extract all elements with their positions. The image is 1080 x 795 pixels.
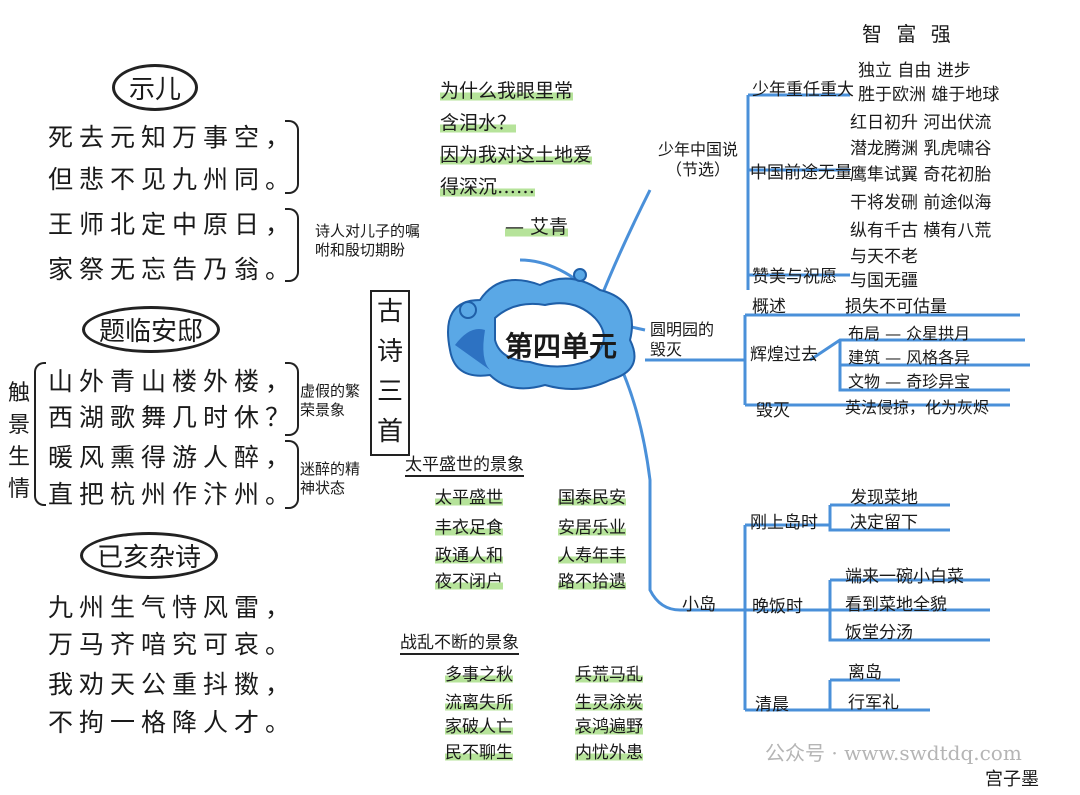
war-right-1: 兵荒马乱 xyxy=(575,660,643,685)
poem2-line-1: 山外青山楼外楼， xyxy=(48,367,297,396)
yuanmingyuan-glory-item-1: 布局 — 众星拱月 xyxy=(848,324,971,343)
yuanmingyuan-destroy-item: 英法侵掠，化为灰烬 xyxy=(845,398,990,417)
poem2-left-bracket xyxy=(34,362,46,506)
poem1-line-3: 王师北定中原日， xyxy=(48,210,297,239)
poem1-bracket-top xyxy=(285,120,299,194)
peace-left-1: 太平盛世 xyxy=(435,483,503,508)
poem3-line-4: 不拘一格降人才。 xyxy=(48,708,297,737)
center-title: 第四单元 xyxy=(505,330,618,363)
peace-right-4: 路不拾遗 xyxy=(558,567,626,592)
war-left-1: 多事之秋 xyxy=(445,660,513,685)
island-s3-item-2: 行军礼 xyxy=(848,693,899,713)
poem2-bracket-top xyxy=(285,362,299,436)
quote-author: — 艾青 xyxy=(505,212,569,239)
war-left-2: 流离失所 xyxy=(445,688,513,713)
poem1-line-4: 家祭无忘告乃翁。 xyxy=(48,255,297,284)
island-s2-item-2: 看到菜地全貌 xyxy=(845,595,947,615)
poem1-bracket-bottom xyxy=(285,208,299,282)
war-right-4: 内忧外患 xyxy=(575,738,643,763)
island-s2-item-3: 饭堂分汤 xyxy=(845,623,913,643)
island-s1-item-1: 发现菜地 xyxy=(850,488,918,508)
poem2-note-2: 迷醉的精神状态 xyxy=(300,460,361,497)
poem3-line-2: 万马齐喑究可哀。 xyxy=(48,630,297,659)
island-s3-item-1: 离岛 xyxy=(848,663,882,683)
shaonian-b2-item-1: 红日初升 河出伏流 xyxy=(850,113,992,133)
war-right-3: 哀鸿遍野 xyxy=(575,712,643,737)
peace-heading: 太平盛世的景象 xyxy=(405,450,524,477)
shaonian-b3-item-1: 与天不老 xyxy=(850,247,918,267)
yuanmingyuan-overview: 概述 xyxy=(752,297,786,317)
shaonian-b1-item-2: 独立 自由 进步 xyxy=(858,61,971,81)
shaonian-b2-item-5: 纵有千古 横有八荒 xyxy=(850,221,992,241)
poem2-side-label: 触景生情 xyxy=(8,381,31,502)
yuanmingyuan-label: 圆明园的毁灭 xyxy=(650,320,715,359)
peace-left-3: 政通人和 xyxy=(435,541,503,566)
watermark-text: 公众号 · www.swdtdq.com xyxy=(765,741,1022,765)
link-shaonian xyxy=(598,189,652,301)
cloud-icon xyxy=(447,268,636,390)
poem2-title: 题临安邸 xyxy=(82,306,221,353)
shaonian-label: 少年中国说（节选） xyxy=(657,140,738,179)
poem2-line-4: 直把杭州作汴州。 xyxy=(48,480,297,509)
shaonian-b1: 少年重任重大 xyxy=(752,80,854,100)
poem2-line-2: 西湖歌舞几时休？ xyxy=(48,403,297,432)
shaonian-b1-item-1: 智 富 强 xyxy=(862,22,955,46)
poem3-title: 已亥杂诗 xyxy=(80,532,219,579)
poem1-title: 示儿 xyxy=(112,64,199,111)
yuanmingyuan-overview-item: 损失不可估量 xyxy=(845,297,947,317)
peace-right-1: 国泰民安 xyxy=(558,483,626,508)
war-right-2: 生灵涂炭 xyxy=(575,688,643,713)
island-s2-item-1: 端来一碗小白菜 xyxy=(845,567,964,587)
island-s3: 清晨 xyxy=(755,695,789,715)
author-signature: 宫子墨 xyxy=(985,769,1039,790)
peace-left-4: 夜不闭户 xyxy=(435,567,503,592)
vertical-label: 古诗三首 xyxy=(370,290,410,456)
yuanmingyuan-glory: 辉煌过去 xyxy=(750,345,818,365)
poem2-note-1: 虚假的繁荣景象 xyxy=(300,382,361,419)
quote-line-3: 因为我对这土地爱 xyxy=(440,140,593,167)
poem1-line-2: 但悲不见九州同。 xyxy=(48,165,297,194)
island-s2: 晚饭时 xyxy=(752,597,803,617)
poem2-line-3: 暖风熏得游人醉， xyxy=(48,443,297,472)
shaonian-b3-item-2: 与国无疆 xyxy=(850,271,918,291)
peace-left-2: 丰衣足食 xyxy=(435,513,503,538)
peace-right-2: 安居乐业 xyxy=(558,513,626,538)
war-heading: 战乱不断的景象 xyxy=(400,628,519,655)
war-left-3: 家破人亡 xyxy=(445,712,513,737)
quote-line-4: 得深沉…… xyxy=(440,172,536,199)
yuanmingyuan-destroy: 毁灭 xyxy=(756,401,790,421)
shaonian-b2-item-3: 鹰隼试翼 奇花初胎 xyxy=(850,165,992,185)
quote-line-1: 为什么我眼里常 xyxy=(440,76,574,103)
shaonian-b2-item-4: 干将发硎 前途似海 xyxy=(850,193,992,213)
yuanmingyuan-glory-item-3: 文物 — 奇珍异宝 xyxy=(848,372,971,391)
shaonian-b2: 中国前途无量 xyxy=(750,163,852,183)
island-s1-item-2: 决定留下 xyxy=(850,513,918,533)
link-island xyxy=(608,344,681,612)
poem1-note: 诗人对儿子的嘱咐和殷切期盼 xyxy=(315,222,421,259)
poem3-line-1: 九州生气恃风雷， xyxy=(48,593,297,622)
shaonian-b2-item-2: 潜龙腾渊 乳虎啸谷 xyxy=(850,139,992,159)
peace-right-3: 人寿年丰 xyxy=(558,541,626,566)
poem2-bracket-bottom xyxy=(285,440,299,509)
shaonian-b3: 赞美与祝愿 xyxy=(752,267,837,287)
poem1-line-1: 死去元知万事空， xyxy=(48,123,297,152)
war-left-4: 民不聊生 xyxy=(445,738,513,763)
poem3-line-3: 我劝天公重抖擞， xyxy=(48,670,297,699)
island-label: 小岛 xyxy=(682,595,716,615)
yuanmingyuan-glory-item-2: 建筑 — 风格各异 xyxy=(848,348,971,367)
quote-line-2: 含泪水？ xyxy=(440,108,517,135)
shaonian-b1-item-3: 胜于欧洲 雄于地球 xyxy=(858,85,1000,105)
island-s1: 刚上岛时 xyxy=(750,513,818,533)
